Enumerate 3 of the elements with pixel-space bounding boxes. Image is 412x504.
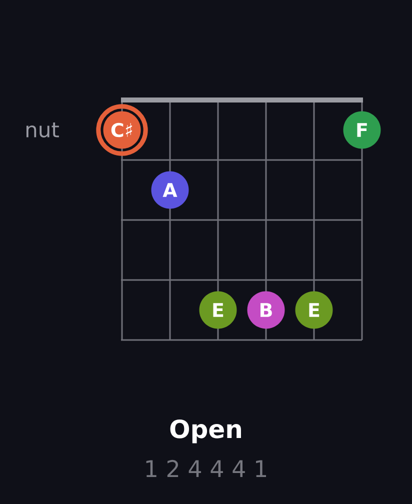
fingering-numbers: 1 2 4 4 4 1 (146, 460, 266, 477)
nut-label: nut (26, 122, 59, 138)
chord-title: Open (170, 419, 241, 444)
